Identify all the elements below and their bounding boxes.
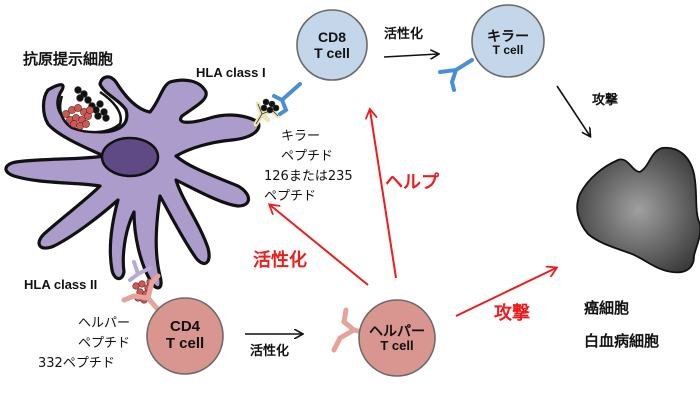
killer-peptide-line-1: キラー [281,129,321,144]
arrow-helper-to-cd8-help [370,110,397,279]
help-red-label: ヘルプ [385,172,439,193]
killer-peptide-dot [260,104,268,112]
helper-cell-label-line-1: ヘルパー [369,323,425,339]
apc-title-label: 抗原提示細胞 [23,50,114,68]
helper-peptide-dot [138,280,146,288]
red-peptide [62,110,70,118]
cd8-t-cell [296,9,368,81]
killer-peptide-dot [268,100,276,108]
arrow-cd8-to-killer [383,54,438,57]
helper-peptide-line-1: ヘルパー [78,316,131,331]
helper-cell-label-line-2: T cell [380,338,414,354]
helper-t-cell [331,299,436,377]
hla-class1-complex [253,82,302,127]
arrow-helper-to-apc-activation [270,205,369,286]
black-peptide [94,112,102,120]
black-peptide [76,94,84,102]
red-peptide [86,106,94,114]
tcr-cd8 [272,82,302,116]
helper-peptide-line-3: 332ペプチド [38,356,115,371]
helper-cell-body [358,299,436,377]
red-peptide [82,120,90,128]
cd4-cell-label: CD4 T cell [148,318,222,353]
antigen-presenting-cell [4,75,261,290]
cd4-cell-label-line-2: T cell [165,335,205,353]
hla-class2-molecule [128,260,152,282]
black-peptide [74,86,82,94]
attack-black-label: 攻撃 [592,93,619,108]
killer-peptide-line-4: ペプチド [264,189,317,204]
killer-t-cell [438,4,545,92]
leukemia-cell-label: 白血病細胞 [584,332,660,350]
killer-peptide-dots [260,98,280,114]
hla-class1-label: HLA class I [196,65,266,80]
killer-tcr [438,58,474,92]
black-peptide [84,96,92,104]
killer-cell-label-line-2: T cell [492,43,524,58]
helper-peptide-dot [132,282,140,290]
helper-peptide-line-2: ペプチド [78,336,131,351]
cd8-cell-body [296,9,368,81]
apc-body [4,75,261,290]
peptide-cluster [62,86,110,130]
activation-red-label: 活性化 [253,250,307,271]
killer-cell-body [471,4,545,78]
killer-cell-label: キラー T cell [472,28,544,58]
apc-nucleus [100,136,160,178]
tcr-cd4 [121,273,163,315]
tumor-cell [576,146,700,274]
killer-peptide-dot [262,98,270,106]
cancer-cell-label: 癌細胞 [584,299,630,317]
red-peptide [74,104,82,112]
hla-class2-label: HLA class II [24,277,98,292]
attack-red-label: 攻撃 [494,303,530,324]
arrow-helper-to-tumor-attack [455,268,556,317]
activation-bottom-label: 活性化 [250,344,290,359]
killer-cell-label-line-1: キラー [487,28,529,44]
cd8-cell-label: CD8 T cell [297,29,367,61]
killer-peptide-dot [266,106,274,114]
black-peptide [102,114,110,122]
killer-peptide-line-3: 126または235 [264,169,353,184]
activation-top-label: 活性化 [384,27,424,42]
killer-peptide-line-2: ペプチド [281,149,334,164]
helper-cell-label: ヘルパー T cell [357,323,437,354]
hla-class2-complex [121,260,163,315]
cd8-cell-label-line-2: T cell [314,45,350,62]
killer-peptide-dot [272,104,280,112]
arrow-killer-to-tumor [556,85,590,136]
cd4-cell-body [146,297,224,375]
cd4-t-cell [146,297,224,375]
black-peptide [96,100,104,108]
cd4-cell-label-line-1: CD4 [169,318,200,335]
cd8-cell-label-line-1: CD8 [317,29,346,45]
